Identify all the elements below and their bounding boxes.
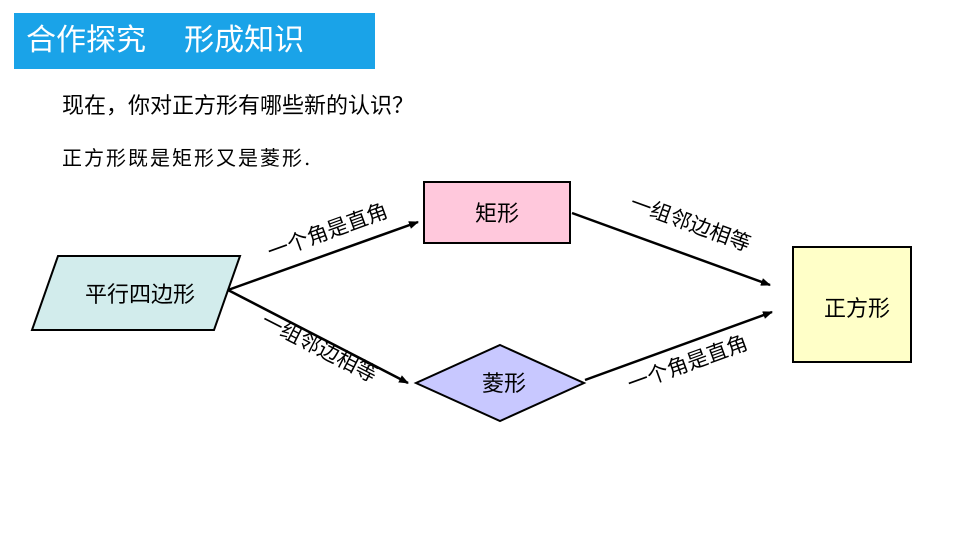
rectangle-node <box>423 181 571 244</box>
arrow-rhombus-to-square <box>584 310 773 382</box>
arrow-para-to-rect <box>227 220 419 292</box>
rectangle-label: 矩形 <box>475 202 519 227</box>
parallelogram-node <box>30 255 242 331</box>
question-text: 现在，你对正方形有哪些新的认识？ <box>62 94 415 119</box>
square-node <box>792 246 912 363</box>
slide-title: 合作探究 形成知识 <box>14 13 375 69</box>
rhombus-node <box>413 343 587 423</box>
answer-text: 正方形既是矩形又是菱形. <box>62 146 313 170</box>
edge-label-rhombus-to-square: 一个角是直角 <box>624 331 751 397</box>
arrow-rect-to-square <box>571 211 771 287</box>
square-label: 正方形 <box>824 297 890 322</box>
parallelogram-label: 平行四边形 <box>85 283 195 308</box>
edge-label-rect-to-square: 一组邻边相等 <box>627 191 754 257</box>
arrow-para-to-rhombus <box>227 288 409 385</box>
rhombus-label: 菱形 <box>482 372 526 397</box>
edge-label-para-to-rhombus: 一组邻边相等 <box>258 308 381 387</box>
